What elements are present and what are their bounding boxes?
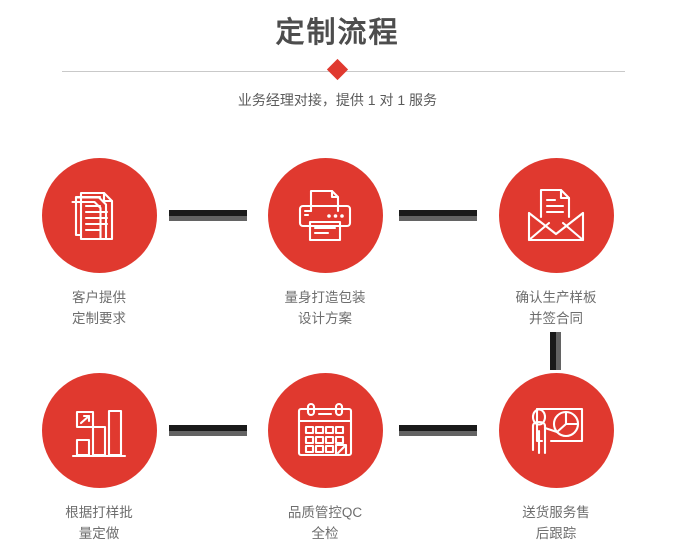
- envelope-document-icon: [524, 184, 588, 248]
- connector-light-segment: [169, 216, 247, 221]
- flow-step-4-circle: [41, 373, 157, 488]
- process-flow-diagram: 客户提供 定制要求 量身打造包装 设计方案: [0, 140, 675, 550]
- flow-step-6-label: 送货服务售 后跟踪: [522, 505, 590, 541]
- connector-dark-segment: [399, 425, 477, 431]
- flow-step-6[interactable]: 送货服务售 后跟踪: [471, 355, 641, 544]
- connector-dark-segment: [399, 210, 477, 216]
- flow-step-5[interactable]: 品质管控QC 全检: [240, 355, 410, 544]
- flow-step-2-circle: [267, 158, 383, 273]
- flow-step-3[interactable]: 确认生产样板 并签合同: [471, 140, 641, 329]
- flow-step-1[interactable]: 客户提供 定制要求: [14, 140, 184, 329]
- flow-step-2-label: 量身打造包装 设计方案: [284, 290, 366, 326]
- flow-step-4-label: 根据打样批 量定做: [65, 505, 133, 541]
- arrow-step4-step5: [169, 425, 247, 436]
- connector-light-segment: [169, 431, 247, 436]
- printer-icon: [293, 184, 357, 248]
- page-header: 定制流程 业务经理对接，提供 1 对 1 服务: [0, 0, 675, 130]
- flow-step-3-circle: [498, 158, 614, 273]
- arrow-step3-step6: [550, 332, 561, 370]
- connector-light-segment: [556, 332, 561, 370]
- bar-chart-growth-icon: [67, 399, 131, 463]
- flow-step-5-label: 品质管控QC 全检: [287, 505, 363, 541]
- arrow-step5-step6: [399, 425, 477, 436]
- calendar-check-icon: [293, 399, 357, 463]
- flow-step-1-label: 客户提供 定制要求: [72, 290, 126, 326]
- stacked-documents-icon: [67, 184, 131, 248]
- presenter-piechart-icon: [524, 399, 588, 463]
- flow-step-3-label: 确认生产样板 并签合同: [515, 290, 597, 326]
- flow-step-5-circle: [267, 373, 383, 488]
- connector-dark-segment: [169, 425, 247, 431]
- flow-step-1-circle: [41, 158, 157, 273]
- connector-dark-segment: [169, 210, 247, 216]
- connector-light-segment: [399, 431, 477, 436]
- connector-light-segment: [399, 216, 477, 221]
- page-subtitle: 业务经理对接，提供 1 对 1 服务: [237, 92, 438, 108]
- page-title: 定制流程: [275, 17, 400, 49]
- connector-dark-segment: [550, 332, 556, 370]
- arrow-step2-step3: [399, 210, 477, 221]
- flow-step-6-circle: [498, 373, 614, 488]
- arrow-step1-step2: [169, 210, 247, 221]
- flow-step-2[interactable]: 量身打造包装 设计方案: [240, 140, 410, 329]
- flow-step-4[interactable]: 根据打样批 量定做: [14, 355, 184, 544]
